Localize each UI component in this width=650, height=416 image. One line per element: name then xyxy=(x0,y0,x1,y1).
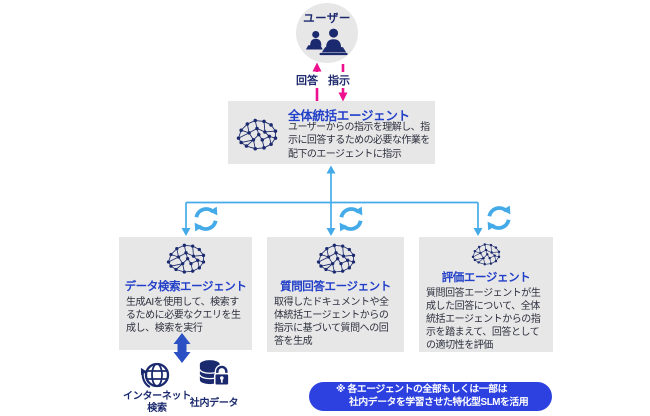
delegation-lines xyxy=(185,171,479,230)
instruction-label: 指示 xyxy=(327,72,351,88)
sync-icon-1 xyxy=(192,205,220,233)
users-at-computers-icon xyxy=(305,27,349,57)
user-label: ユーザー xyxy=(303,13,351,25)
note-line-2: 社内データを学習させた特化型SLMを活用 xyxy=(349,396,529,408)
internal-data-label: 社内データ xyxy=(189,398,239,409)
orchestrator-description: ユーザーからの指示を理解し、指示に回答するための必要な作業を配下のエージェントに… xyxy=(288,122,430,160)
orchestrator-box xyxy=(228,101,435,164)
sync-icon-3 xyxy=(485,204,513,232)
sync-icon-2 xyxy=(337,205,365,233)
flow-labels: 回答 指示 xyxy=(295,72,351,88)
agent-title: 評価エージェント xyxy=(441,272,531,284)
brain-network-icon xyxy=(165,242,207,277)
agent-description: 質問回答エージェントが生成した回答について、全体統括エージェントからの指示を踏ま… xyxy=(426,288,541,351)
orchestrator-title: 全体統括エージェント xyxy=(288,109,410,123)
internet-globe-icon xyxy=(140,358,174,392)
agent-box-data-search: データ検索エージェント 生成AIを使用して、検索するために必要なクエリを生成し、… xyxy=(119,237,252,350)
agent-title: データ検索エージェント xyxy=(124,281,247,293)
secure-database-icon xyxy=(197,358,231,390)
internet-search-label: インターネット 検索 xyxy=(123,391,191,414)
agent-box-evaluation: 評価エージェント 質問回答エージェントが生成した回答について、全体統括エージェン… xyxy=(419,237,553,352)
brain-network-icon xyxy=(235,117,279,154)
delegation-arrowheads xyxy=(181,165,483,236)
brain-network-icon xyxy=(315,242,357,277)
note-line-1: ※ 各エージェントの全部もしくは一部は xyxy=(336,383,507,395)
agent-box-question-answer: 質問回答エージェント 取得したドキュメントや全体統括エージェントからの指示に基づ… xyxy=(267,237,404,352)
agent-description: 取得したドキュメントや全体統括エージェントからの指示に基づいて質問への回答を生成 xyxy=(274,297,389,347)
agent-title: 質問回答エージェント xyxy=(280,281,391,293)
slm-note-pill: ※ 各エージェントの全部もしくは一部は 社内データを学習させた特化型SLMを活用 xyxy=(309,382,552,411)
agent-description: 生成AIを使用して、検索するために必要なクエリを生成し、検索を実行 xyxy=(126,297,241,334)
brain-network-icon xyxy=(465,242,507,268)
answer-label: 回答 xyxy=(295,72,319,88)
user-node: ユーザー xyxy=(296,3,358,63)
